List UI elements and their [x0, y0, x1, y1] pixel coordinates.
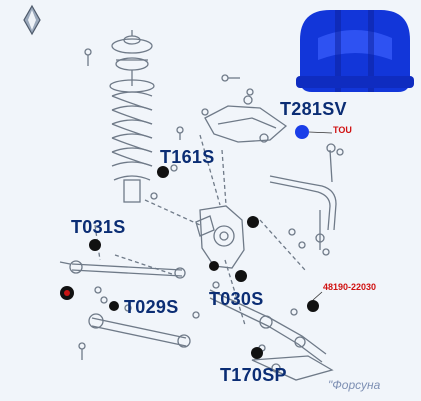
marker-t031s — [89, 239, 101, 251]
diamond-logo-icon — [23, 4, 41, 36]
marker-t170sp — [251, 347, 263, 359]
label-t161s: T161S — [160, 147, 215, 167]
marker-t031s-red — [60, 286, 74, 300]
label-t029s: T029S — [124, 297, 179, 317]
label-t030s: T030S — [209, 289, 264, 309]
marker-t030s — [235, 270, 247, 282]
leader-lines — [308, 131, 333, 301]
label-oem-part: 48190-22030 — [323, 282, 377, 292]
label-t170sp: T170SP — [220, 365, 287, 385]
marker-t029s — [109, 301, 119, 311]
marker-t281sv — [295, 125, 309, 139]
marker-t161s — [157, 166, 169, 178]
stabilizer-bushing-icon — [296, 10, 414, 92]
label-tou: TOU — [333, 125, 352, 135]
watermark: "Форсуна — [328, 378, 381, 392]
marker-oem-part — [307, 300, 319, 312]
marker-t030s-knuckle — [209, 261, 219, 271]
label-t031s: T031S — [71, 217, 126, 237]
marker-t030s-upper — [247, 216, 259, 228]
line-art — [59, 30, 344, 381]
label-t281sv: T281SV — [280, 99, 347, 119]
